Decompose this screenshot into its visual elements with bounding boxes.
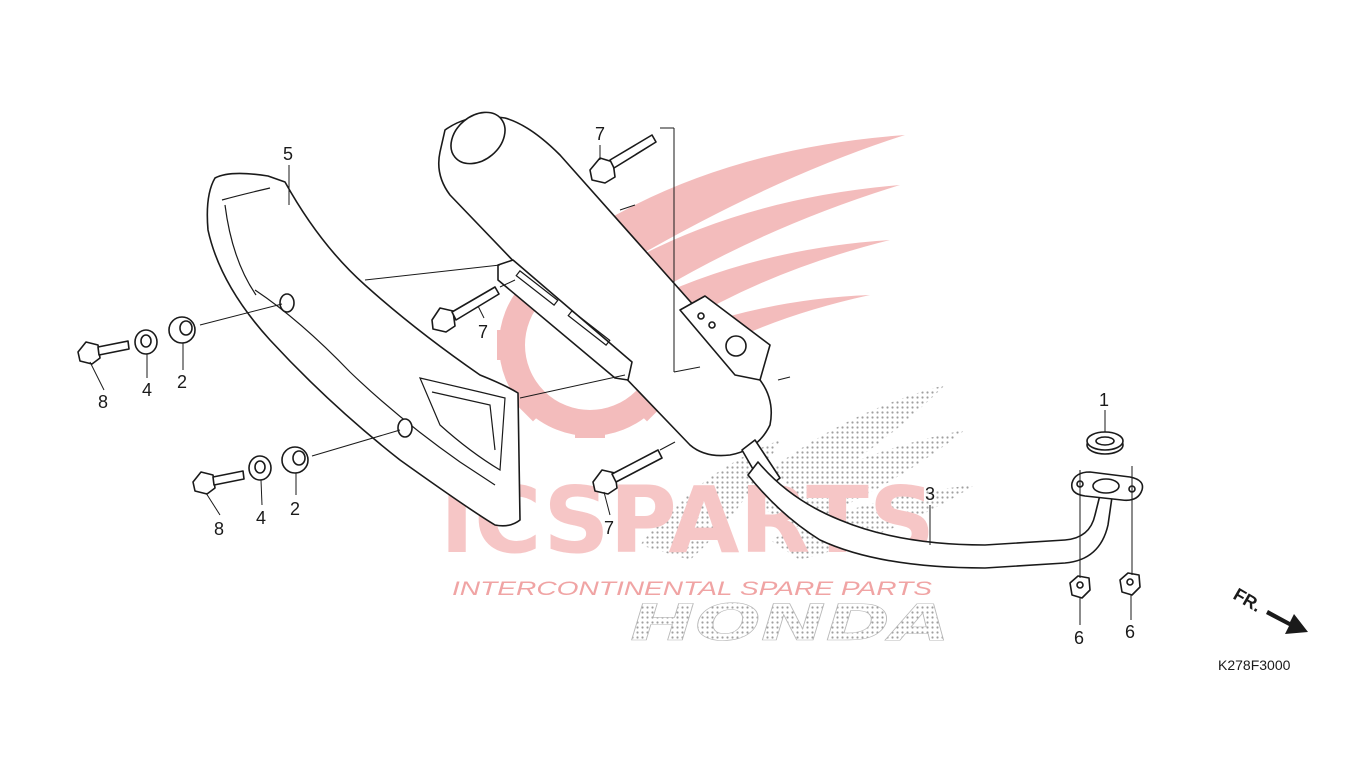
callout-exhaust-pipe: 3 — [925, 484, 935, 504]
shield-collar-upper-icon — [134, 329, 158, 355]
front-label: FR. — [1230, 584, 1265, 616]
callout-bolt-bottom: 7 — [604, 518, 614, 538]
shield-grommet-lower-icon — [281, 446, 309, 474]
front-direction-indicator: FR. — [1230, 584, 1308, 634]
callout-heat-shield: 5 — [283, 144, 293, 164]
watermark-brand: ICSPARTS — [440, 467, 935, 574]
shield-collar-lower-icon — [248, 455, 272, 481]
callout-shield-bolt-lower: 8 — [214, 519, 224, 539]
callout-bolt-top: 7 — [595, 124, 605, 144]
gasket — [1086, 431, 1124, 455]
callout-gasket: 1 — [1099, 390, 1109, 410]
diagram-code: K278F3000 — [1218, 657, 1291, 673]
leader-lines — [89, 127, 1133, 625]
watermark-maker: HONDA — [630, 594, 950, 652]
callout-nut-left: 6 — [1074, 628, 1084, 648]
callout-shield-bolt-upper: 8 — [98, 392, 108, 412]
bolt-middle-icon — [431, 286, 500, 333]
callout-collar-upper: 4 — [142, 380, 152, 400]
callout-grommet-lower: 2 — [290, 499, 300, 519]
watermark-tagline: INTERCONTINENTAL SPARE PARTS — [452, 579, 932, 600]
callout-nut-right: 6 — [1125, 622, 1135, 642]
callout-grommet-upper: 2 — [177, 372, 187, 392]
shield-grommet-upper-icon — [168, 316, 196, 344]
bolt-bottom-icon — [592, 449, 663, 495]
heat-shield — [206, 172, 521, 527]
arrow-right-icon — [1266, 610, 1308, 634]
shield-bolt-lower-icon — [192, 470, 245, 495]
callouts: 1 2 2 3 4 4 5 6 6 7 7 7 8 8 — [98, 124, 1135, 648]
nut-right-icon — [1119, 572, 1141, 596]
nut-left-icon — [1069, 575, 1091, 599]
callout-collar-lower: 4 — [256, 508, 266, 528]
shield-bolt-upper-icon — [77, 340, 130, 365]
callout-bolt-middle: 7 — [478, 322, 488, 342]
